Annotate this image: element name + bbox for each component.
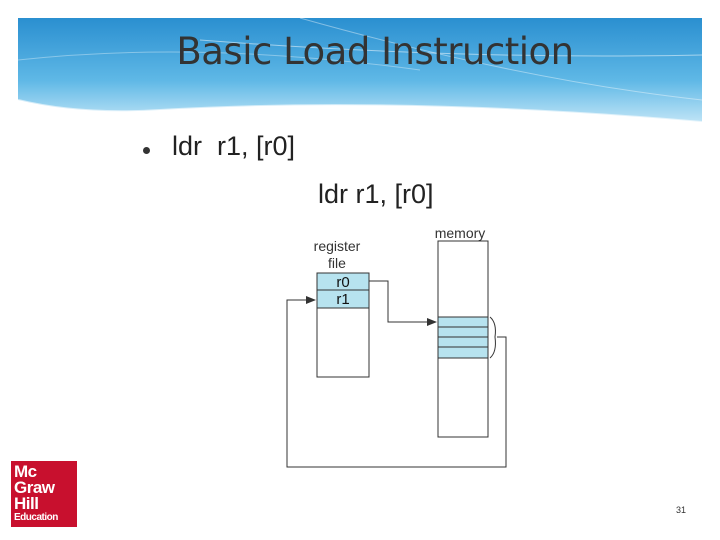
register-file-label-line: register file <box>313 238 361 271</box>
diagram-title: ldr r1, [r0] <box>318 179 434 209</box>
register-r1-cell <box>316 289 370 309</box>
register-file-label: register file <box>302 238 372 272</box>
title-banner <box>17 17 703 123</box>
data-return-arrow <box>286 296 507 468</box>
slide-title: Basic Load Instruction <box>176 30 574 73</box>
logo-word: Education <box>14 512 58 523</box>
mcgraw-hill-logo: Mc Graw Hill Education <box>11 461 77 527</box>
logo-word: Hill <box>14 494 39 513</box>
logo-word: Graw <box>14 478 55 497</box>
register-r1-label: r1 <box>336 291 350 308</box>
memory-label: memory <box>434 225 486 241</box>
bullet-text: ldr r1, [r0] <box>172 131 296 161</box>
address-arrow <box>369 280 437 326</box>
bullet-dot <box>143 147 150 154</box>
register-r0-label: r0 <box>336 274 350 291</box>
page-number: 31 <box>676 505 687 515</box>
logo-word: Mc <box>14 462 37 481</box>
word-brace <box>489 316 496 359</box>
